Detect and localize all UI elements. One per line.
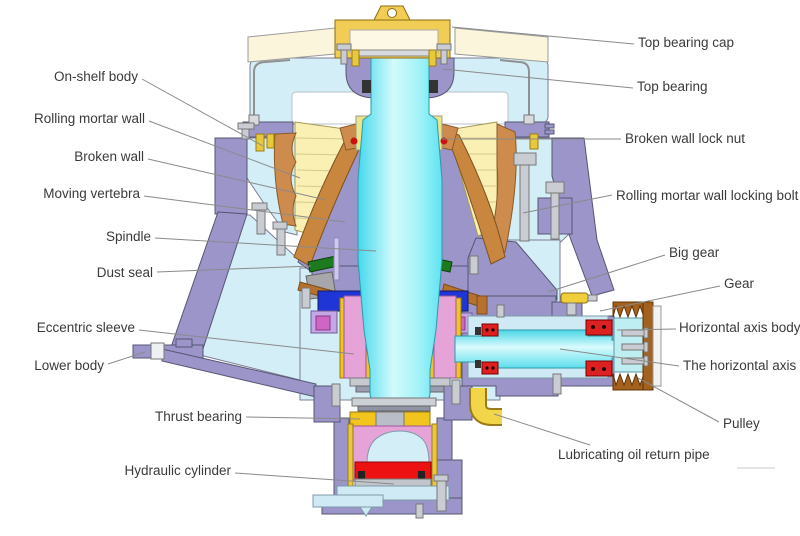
label-big-gear: Big gear	[669, 245, 720, 260]
label-eccentric-sleeve: Eccentric sleeve	[36, 320, 135, 335]
lifting-eye-hole	[387, 8, 397, 18]
leader-lines	[107, 26, 721, 485]
label-on-shelf-body: On-shelf body	[53, 69, 138, 84]
label-gear: Gear	[724, 276, 755, 291]
leader-lubricating-oil-return-pipe	[493, 413, 591, 446]
faint-artifact-line	[737, 467, 775, 469]
cap-bolts	[336, 43, 452, 65]
leader-lower-body	[107, 351, 146, 365]
label-lower-body: Lower body	[34, 358, 104, 373]
feed-guard-tube-left	[253, 59, 291, 120]
label-moving-vertebra: Moving vertebra	[43, 186, 140, 201]
leader-hydraulic-cylinder	[234, 472, 395, 485]
bearing-dots	[485, 325, 606, 371]
piston-dome	[366, 430, 430, 464]
top-bearing-cap-group	[247, 5, 549, 126]
leader-top-bearing	[442, 68, 634, 89]
bearing-blocks	[481, 319, 613, 377]
label-rolling-mortar-wall-locking-bolt: Rolling mortar wall locking bolt	[616, 188, 799, 203]
hydraulic-cylinder-group	[312, 423, 450, 519]
feed-guard-tube-right	[499, 59, 530, 120]
concave-backing-left	[273, 132, 297, 227]
label-pulley: Pulley	[723, 416, 760, 431]
label-lubricating-oil-return-pipe: Lubricating oil return pipe	[558, 447, 710, 462]
leader-pulley	[637, 377, 720, 423]
label-hydraulic-cylinder: Hydraulic cylinder	[124, 463, 231, 478]
label-spindle: Spindle	[105, 229, 151, 244]
leader-the-horizontal-axis	[559, 348, 680, 367]
thrust-bearing-part	[351, 397, 437, 407]
label-broken-wall-lock-nut: Broken wall lock nut	[625, 131, 746, 146]
rolling-mortar-wall-locking-bolt-part	[513, 152, 537, 166]
horizontal-axis-assembly	[454, 292, 662, 426]
label-top-bearing: Top bearing	[637, 79, 708, 94]
leader-horizontal-axis-body	[616, 328, 677, 331]
leader-dust-seal	[156, 265, 312, 273]
flange-clamp	[150, 342, 165, 360]
leader-moving-vertebra	[143, 195, 346, 223]
leader-gear	[599, 285, 721, 312]
leader-spindle	[154, 237, 377, 252]
label-broken-wall: Broken wall	[74, 149, 144, 164]
thrust-bearing-group	[349, 397, 437, 429]
label-the-horizontal-axis: The horizontal axis	[683, 358, 797, 373]
leader-thrust-bearing	[245, 416, 361, 420]
leader-big-gear	[547, 254, 666, 293]
spindle-part	[357, 55, 443, 403]
label-rolling-mortar-wall: Rolling mortar wall	[33, 111, 145, 126]
crushing-chamber	[273, 115, 517, 267]
label-dust-seal: Dust seal	[96, 265, 153, 280]
top-bearing-cap-part	[247, 27, 336, 63]
leader-broken-wall	[147, 158, 327, 201]
label-top-bearing-cap: Top bearing cap	[638, 35, 735, 50]
leader-rolling-mortar-wall-locking-bolt	[522, 194, 613, 214]
leader-rolling-mortar-wall	[148, 120, 301, 179]
label-horizontal-axis-body: Horizontal axis body	[679, 320, 800, 335]
lubricating-oil-return-pipe-part	[471, 388, 502, 424]
grease-fitting	[560, 292, 589, 304]
hub-studs	[621, 327, 649, 367]
leader-top-bearing-cap	[451, 26, 635, 45]
leader-on-shelf-body	[141, 78, 264, 147]
label-thrust-bearing: Thrust bearing	[154, 409, 242, 424]
leader-eccentric-sleeve	[138, 329, 355, 355]
